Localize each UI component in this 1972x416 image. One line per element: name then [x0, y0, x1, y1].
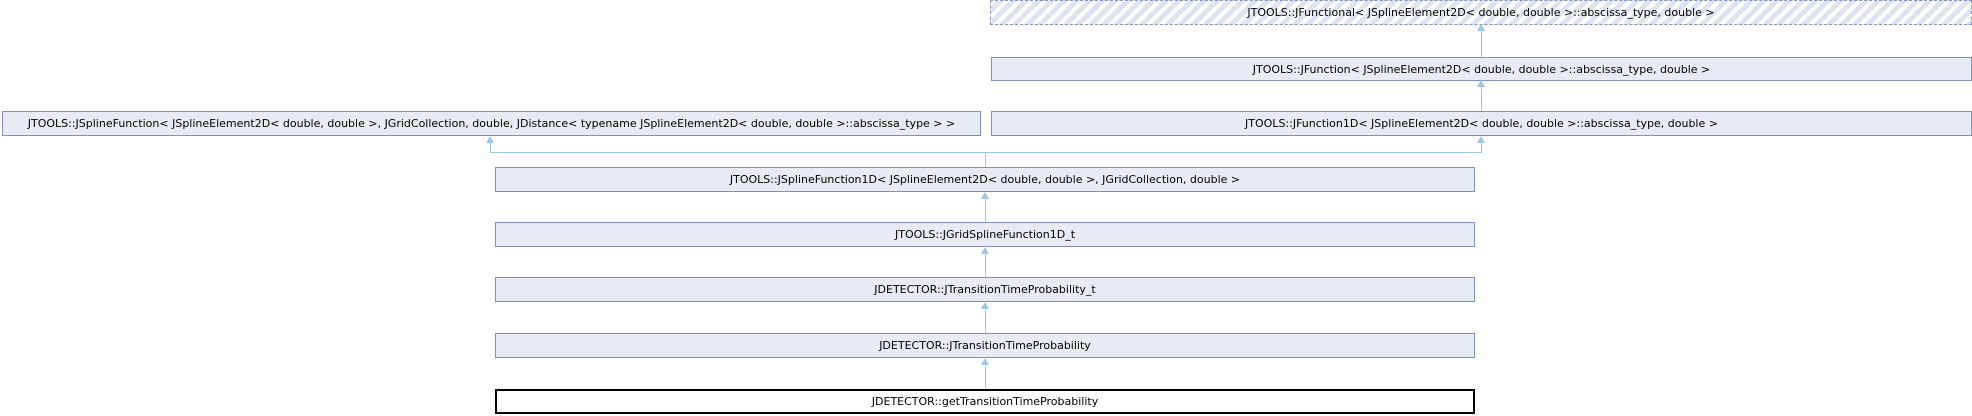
edge-line-jttprob-t-to-jgridspline — [985, 254, 986, 277]
edge-line-jttprob-to-jttprob-t — [985, 309, 986, 333]
class-node-jsplinefunction[interactable]: JTOOLS::JSplineFunction< JSplineElement2… — [2, 111, 981, 136]
edge-arrowhead-jgridspline-to-jsplinefunction1d — [981, 192, 989, 199]
edge-arrowhead-jttprob-t-to-jgridspline — [981, 247, 989, 254]
class-node-gettransitiontimeprobability-current: JDETECTOR::getTransitionTimeProbability — [495, 389, 1475, 414]
edge-line-jsplinefunction1d-stem — [985, 152, 986, 167]
class-node-jtransitiontimeprobability[interactable]: JDETECTOR::JTransitionTimeProbability — [495, 333, 1475, 358]
edge-arrowhead-jttprob-to-jttprob-t — [981, 302, 989, 309]
edge-arrowhead-getttprob-to-jttprob — [981, 358, 989, 365]
edge-arrowhead-jfunction-to-jfunctional — [1477, 24, 1485, 31]
class-node-jfunction1d[interactable]: JTOOLS::JFunction1D< JSplineElement2D< d… — [991, 111, 1972, 136]
edge-line-to-jsplinefunction — [490, 143, 491, 152]
edge-line-jgridspline-to-jsplinefunction1d — [985, 199, 986, 222]
class-node-jsplinefunction1d[interactable]: JTOOLS::JSplineFunction1D< JSplineElemen… — [495, 167, 1475, 192]
class-node-jfunction[interactable]: JTOOLS::JFunction< JSplineElement2D< dou… — [991, 57, 1972, 81]
edge-line-to-jfunction1d — [1481, 143, 1482, 152]
class-node-jtransitiontimeprobability-t[interactable]: JDETECTOR::JTransitionTimeProbability_t — [495, 277, 1475, 302]
edge-line-jsplinefunction1d-split — [490, 152, 1482, 153]
edge-arrowhead-jfunction1d-to-jfunction — [1477, 80, 1485, 87]
edge-line-jfunction1d-to-jfunction — [1481, 87, 1482, 111]
class-node-jgridsplinefunction1d-t[interactable]: JTOOLS::JGridSplineFunction1D_t — [495, 222, 1475, 247]
edge-line-getttprob-to-jttprob — [985, 365, 986, 389]
edge-arrowhead-to-jfunction1d — [1477, 136, 1485, 143]
edge-arrowhead-to-jsplinefunction — [486, 136, 494, 143]
edge-line-jfunction-to-jfunctional — [1481, 31, 1482, 57]
class-node-jfunctional[interactable]: JTOOLS::JFunctional< JSplineElement2D< d… — [990, 0, 1972, 25]
